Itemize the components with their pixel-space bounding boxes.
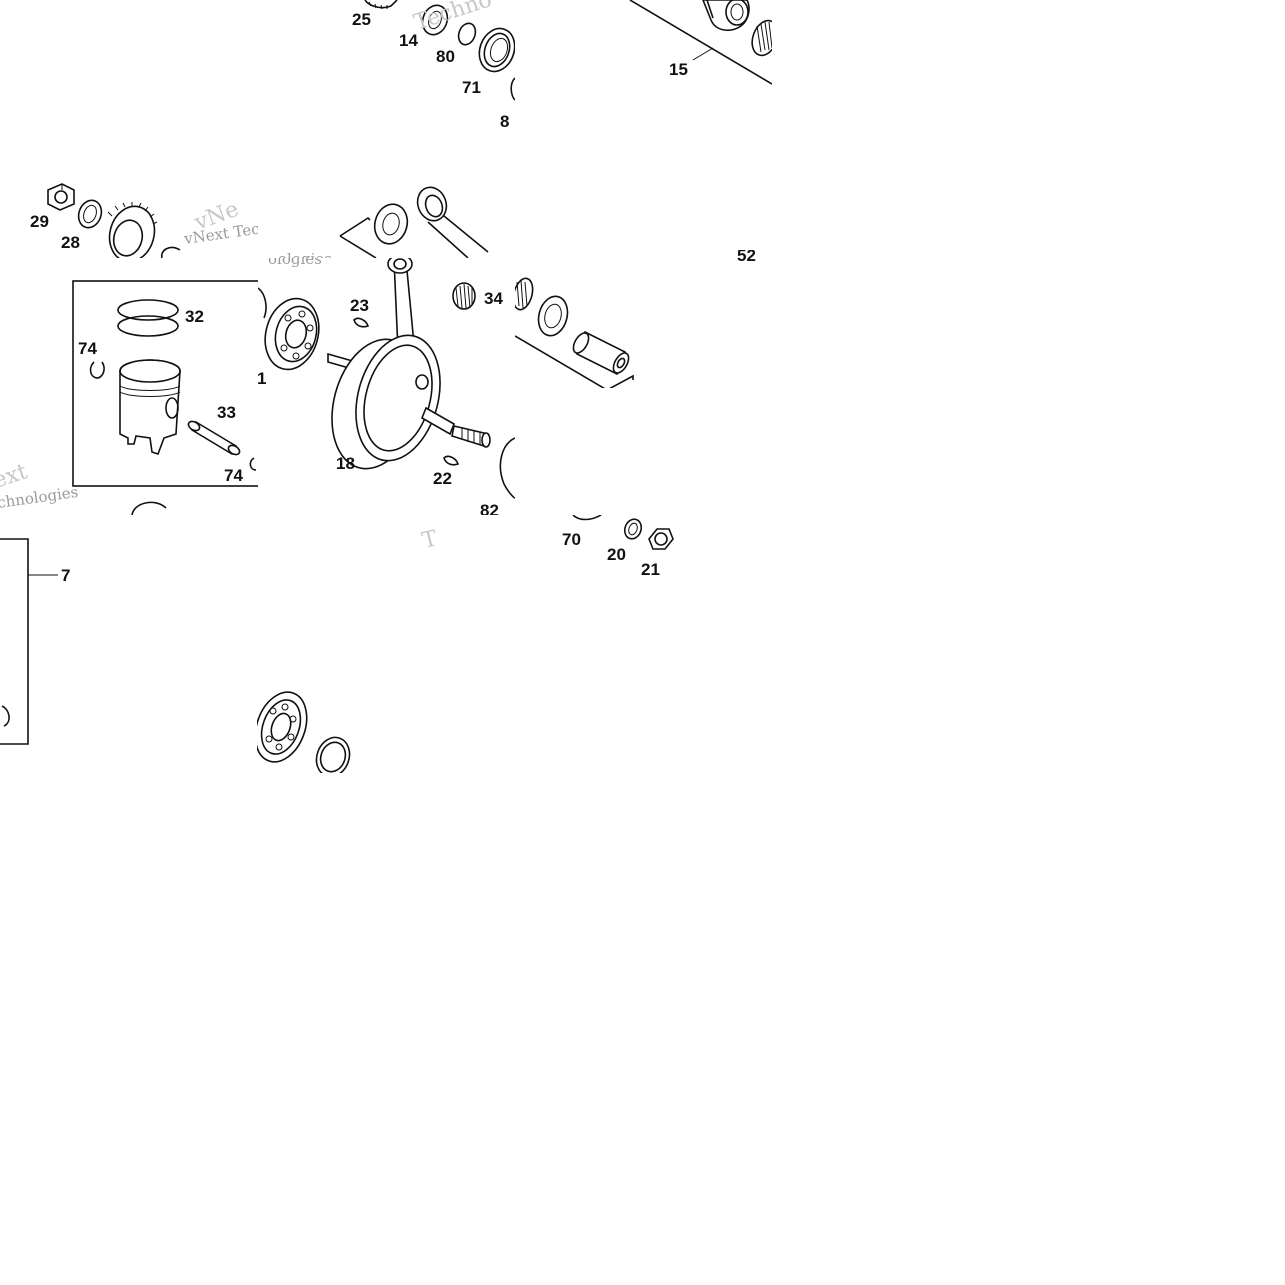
part-label-18: 18 — [336, 454, 355, 473]
part-label-74b: 74 — [224, 466, 243, 485]
watermark-ologies: ologies — [278, 250, 332, 258]
tile-mid-center: ologies — [258, 180, 515, 258]
seal-part-lower — [315, 736, 351, 773]
piston-rings-part-32 — [117, 299, 179, 337]
tile-mid-right-drawing — [515, 277, 634, 388]
needle-bearing-part — [751, 19, 772, 57]
tile-mid-center-drawing: ologies — [278, 186, 489, 258]
part-label-80: 80 — [436, 47, 455, 66]
part-label-1x: 1 — [258, 369, 266, 388]
tile-top-left: 25 14 80 71 8 Techno — [257, 0, 515, 130]
woodruff-key-part-23 — [353, 317, 370, 328]
piston-part — [119, 359, 181, 456]
part-label-14: 14 — [399, 31, 418, 50]
washer-part-28 — [77, 199, 103, 229]
part-label-74a: 74 — [78, 339, 97, 358]
part-label-71: 71 — [462, 78, 481, 97]
seal-part-71 — [478, 27, 515, 73]
needle-bearing-part-right — [515, 277, 534, 311]
part-label-32: 32 — [185, 307, 204, 326]
thrust-washer-part-right — [537, 295, 569, 337]
tile-piston-kit-drawing: 32 74 33 74 ext chnologies — [0, 280, 258, 515]
watermark-ext: ext — [0, 459, 31, 493]
part-label-34: 34 — [484, 289, 503, 308]
partial-seal-70 — [572, 515, 602, 521]
tile-nut-washer: 70 20 21 — [515, 515, 685, 585]
crank-pin-part — [572, 330, 630, 376]
part-label-20: 20 — [607, 545, 626, 564]
watermark-t: T — [420, 526, 441, 554]
part-label-29: 29 — [30, 212, 49, 231]
tile-bottom-center — [257, 685, 357, 773]
crankshaft-part-18 — [327, 258, 491, 470]
watermark-techno: Techno — [411, 0, 495, 36]
part-label-25: 25 — [352, 10, 371, 29]
main-bearing-part-1 — [258, 287, 320, 371]
part-label-33: 33 — [217, 403, 236, 422]
drive-gear-part — [107, 202, 181, 258]
tile-bottom-center-drawing — [257, 691, 351, 773]
tile-piston-kit: 32 74 33 74 ext chnologies — [0, 258, 258, 515]
piston-kit-frame — [72, 280, 258, 487]
tile-bottom-left-drawing: 7 — [0, 538, 70, 745]
partial-bearing-edge — [131, 501, 167, 515]
washer-part-14 — [421, 4, 449, 36]
circlip-part-74a — [89, 361, 105, 379]
part-label-23: 23 — [350, 296, 369, 315]
kit-frame-bracket — [0, 538, 29, 745]
assembly-bracket-line-2 — [339, 235, 377, 258]
nut-part-21 — [648, 528, 674, 550]
part-label-52: 52 — [737, 250, 756, 264]
woodruff-key-part-22 — [443, 455, 460, 466]
tile-top-right-drawing: 15 — [629, 0, 772, 85]
assembly-bracket-line — [629, 0, 772, 85]
partial-part-edge — [510, 77, 515, 101]
part-label-28: 28 — [61, 233, 80, 252]
connecting-rod-part-15 — [702, 0, 750, 32]
watermark-ologies-2: ologies — [268, 258, 322, 268]
part-label-70: 70 — [562, 530, 581, 549]
tile-crankshaft: ologies 1 23 34 — [258, 258, 515, 515]
gear-part-25 — [364, 0, 398, 10]
tile-mid-left: 29 28 vNext Tec vNe — [0, 180, 258, 258]
connecting-rod-spare — [416, 186, 489, 258]
nut-part-29 — [47, 183, 75, 211]
tile-top-right: 15 — [515, 0, 772, 130]
tile-label-fragment-drawing: 52 — [737, 250, 756, 264]
part-label-8x: 8 — [500, 112, 509, 130]
leader-line-15 — [692, 47, 714, 61]
needle-bearing-part-34 — [452, 282, 476, 310]
tile-top-left-drawing: 25 14 80 71 8 Techno — [352, 0, 515, 130]
o-ring-part-80 — [457, 22, 477, 46]
main-bearing-part-lower — [257, 691, 308, 763]
part-label-15: 15 — [669, 60, 688, 79]
tile-mid-right — [515, 258, 645, 388]
part-label-22: 22 — [433, 469, 452, 488]
tile-bottom-left: 7 — [0, 530, 90, 745]
assembly-bracket-line — [339, 216, 371, 237]
piston-pin-part-33 — [187, 420, 241, 456]
watermark-fragment: T — [420, 526, 441, 554]
circlip-part-74b — [249, 457, 257, 471]
part-label-21: 21 — [641, 560, 660, 579]
partial-circlip — [1, 705, 10, 727]
part-label-7: 7 — [61, 566, 70, 585]
washer-part-20 — [623, 518, 643, 540]
tile-mid-left-drawing: 29 28 vNext Tec vNe — [30, 183, 258, 258]
partial-bearing-82 — [499, 437, 515, 499]
part-label-82: 82 — [480, 501, 499, 515]
assembly-bracket-line — [515, 335, 634, 388]
tile-crankshaft-drawing: ologies 1 23 34 — [258, 258, 515, 515]
tile-nut-washer-drawing: 70 20 21 — [562, 515, 674, 579]
tile-label-fragment: 52 — [732, 250, 772, 264]
thrust-washer-part — [373, 203, 409, 245]
